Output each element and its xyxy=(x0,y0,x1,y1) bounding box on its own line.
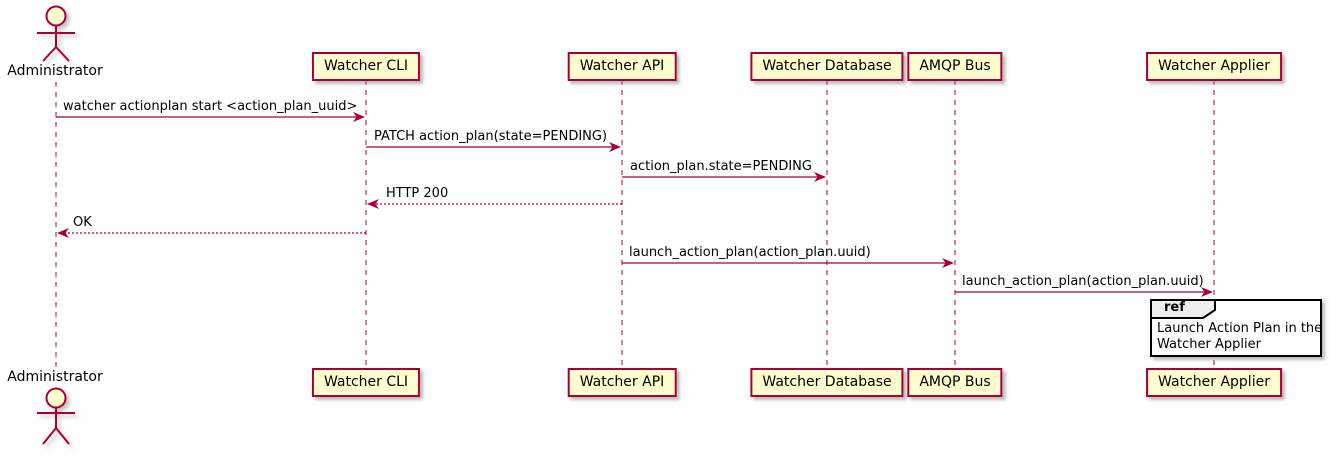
ref-text-line2: Watcher Applier xyxy=(1157,337,1261,352)
ref-text: Launch Action Plan in the Watcher Applie… xyxy=(1157,321,1322,353)
participant-box-watcher-cli-top: Watcher CLI xyxy=(311,52,421,81)
message-label-1: watcher actionplan start <action_plan_uu… xyxy=(63,99,358,114)
message-arrow-1 xyxy=(56,112,365,122)
actor-icon-bottom xyxy=(37,387,75,445)
participant-box-amqp-bus-top: AMQP Bus xyxy=(907,52,1003,81)
ref-tab: ref xyxy=(1150,299,1218,319)
ref-text-line1: Launch Action Plan in the xyxy=(1157,321,1323,336)
participant-box-watcher-cli-bottom: Watcher CLI xyxy=(311,368,421,397)
message-arrow-3 xyxy=(622,172,826,182)
ref-keyword: ref xyxy=(1164,300,1185,315)
ref-tab-shape xyxy=(1150,299,1216,319)
message-label-4: HTTP 200 xyxy=(386,186,449,201)
message-arrow-4 xyxy=(367,199,622,209)
participant-box-watcher-applier-bottom: Watcher Applier xyxy=(1146,368,1282,397)
message-label-7: launch_action_plan(action_plan.uuid) xyxy=(962,274,1204,289)
participant-box-watcher-database-bottom: Watcher Database xyxy=(750,368,904,397)
message-arrow-7 xyxy=(955,287,1213,297)
actor-icon-top xyxy=(37,5,75,62)
actor-label-top: Administrator xyxy=(7,63,103,79)
message-label-2: PATCH action_plan(state=PENDING) xyxy=(374,129,608,144)
message-arrow-2 xyxy=(366,142,621,152)
participant-box-watcher-applier-top: Watcher Applier xyxy=(1146,52,1282,81)
message-label-6: launch_action_plan(action_plan.uuid) xyxy=(629,245,871,260)
message-arrow-6 xyxy=(622,258,954,268)
participant-box-watcher-api-bottom: Watcher API xyxy=(567,368,677,397)
message-label-3: action_plan.state=PENDING xyxy=(630,159,812,174)
message-arrow-5 xyxy=(57,228,366,238)
participant-box-amqp-bus-bottom: AMQP Bus xyxy=(907,368,1003,397)
actor-label-bottom: Administrator xyxy=(7,369,103,385)
participant-box-watcher-api-top: Watcher API xyxy=(567,52,677,81)
message-label-5: OK xyxy=(73,215,92,230)
ref-fragment: ref Launch Action Plan in the Watcher Ap… xyxy=(1150,299,1322,357)
participant-box-watcher-database-top: Watcher Database xyxy=(750,52,904,81)
